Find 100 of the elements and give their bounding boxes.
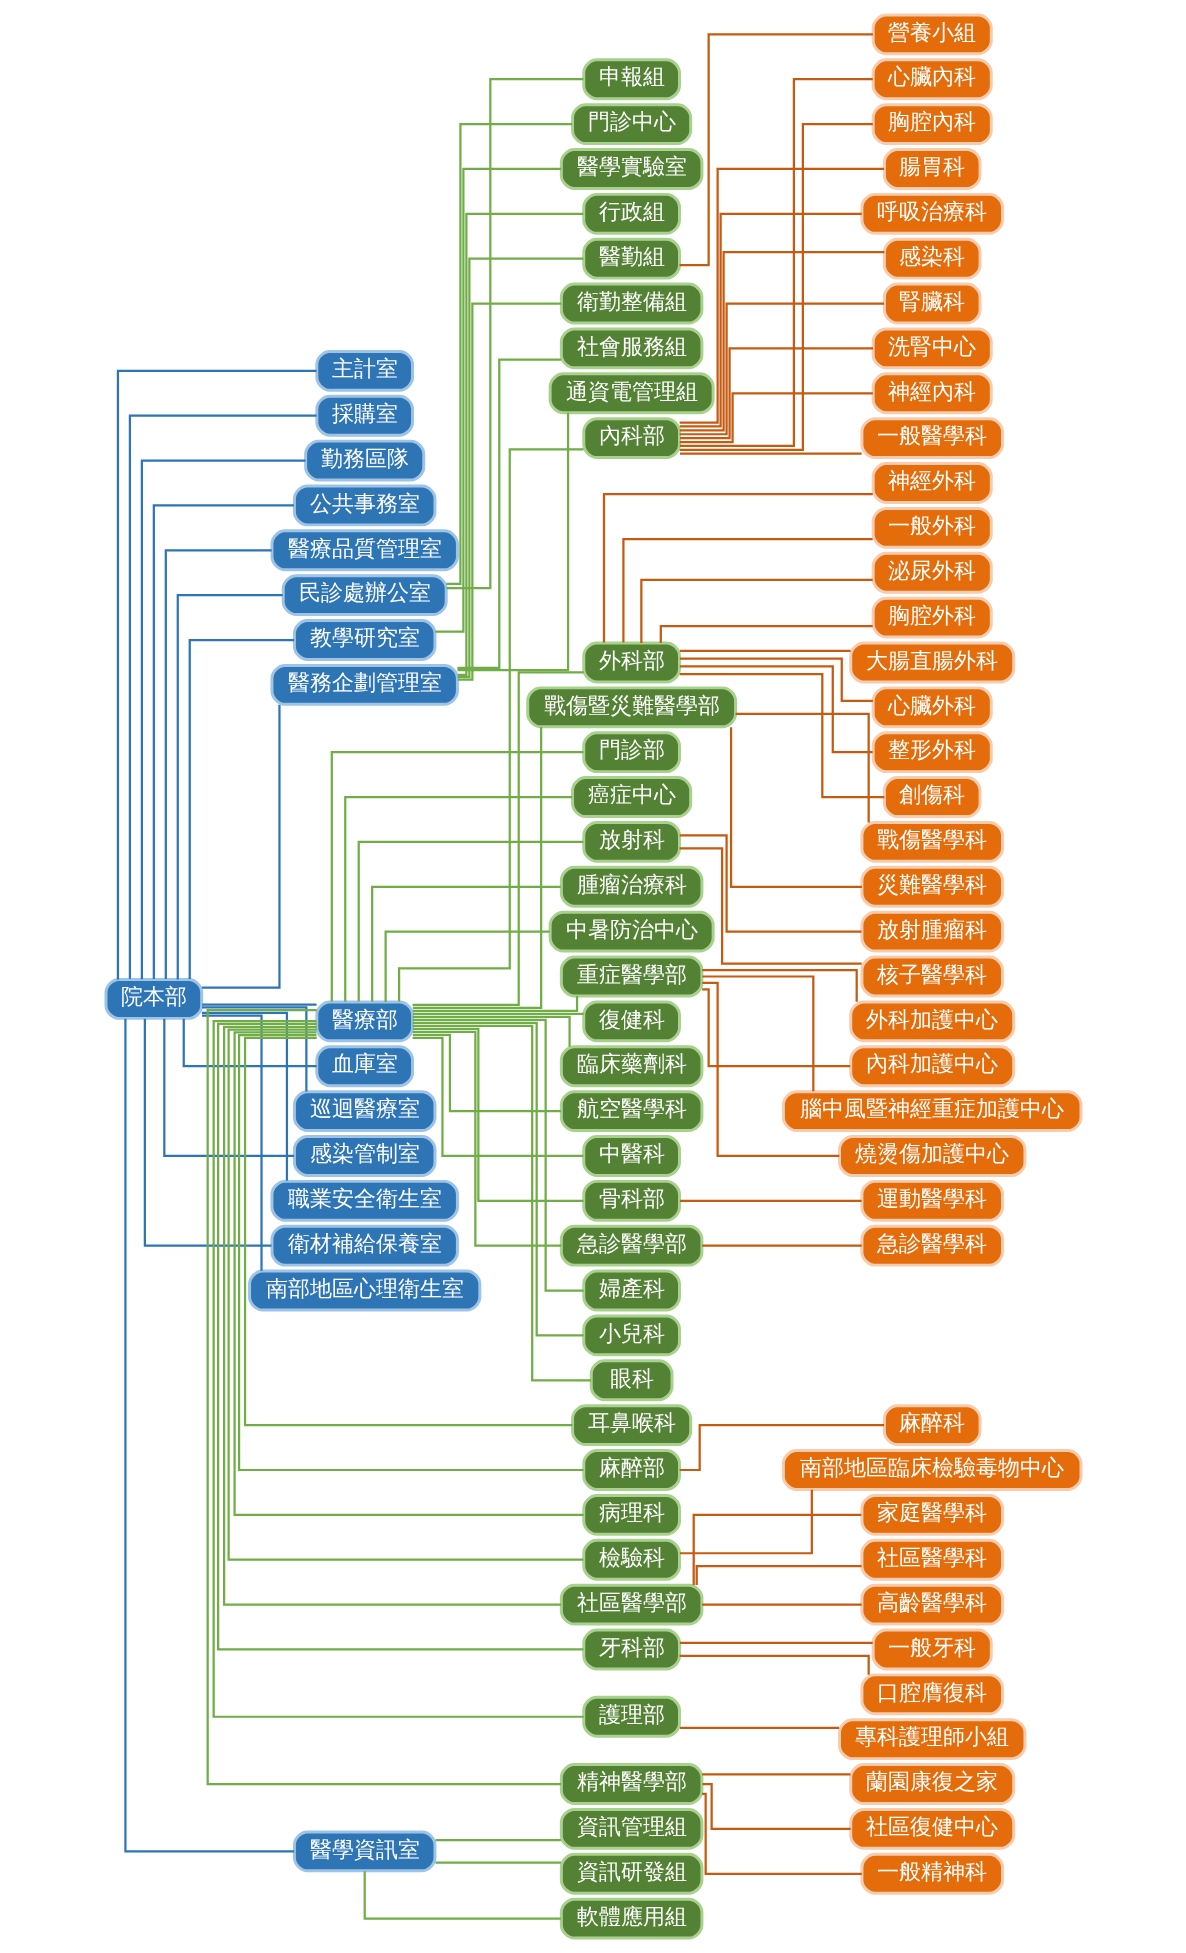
node-box: 南部地區臨床檢驗毒物中心 xyxy=(781,1449,1082,1491)
connector xyxy=(412,727,542,1009)
connector xyxy=(330,751,583,1002)
node-box: 急診醫學科 xyxy=(859,1224,1004,1267)
node-box: 腫瘤治療科 xyxy=(559,865,703,908)
connector xyxy=(162,1018,294,1158)
node-box: 外科部 xyxy=(581,641,681,684)
connector xyxy=(164,549,272,980)
node-box: 通資電管理組 xyxy=(548,372,715,415)
connector xyxy=(412,1033,561,1113)
connector xyxy=(679,1489,813,1555)
connector xyxy=(456,358,561,669)
node-box: 病理科 xyxy=(581,1493,681,1536)
node-box: 門診中心 xyxy=(570,103,692,146)
node-box: 檢驗科 xyxy=(581,1538,681,1581)
connector xyxy=(701,1773,850,1776)
node-box: 社會服務組 xyxy=(559,327,703,370)
connector xyxy=(412,1024,591,1382)
node-box: 醫療部 xyxy=(314,1000,414,1043)
node-box: 軟體應用組 xyxy=(559,1897,703,1940)
connector xyxy=(679,1654,870,1675)
connector xyxy=(679,1424,884,1472)
connector xyxy=(140,459,306,980)
connector xyxy=(397,448,583,1002)
node-box: 麻醉部 xyxy=(581,1449,681,1491)
node-box: 戰傷醫學科 xyxy=(859,820,1004,863)
node-box: 一般精神科 xyxy=(859,1852,1004,1895)
node-box: 公共事務室 xyxy=(292,484,436,527)
node-box: 眼科 xyxy=(589,1359,673,1402)
node-box: 教學研究室 xyxy=(292,619,436,661)
node-box: 胸腔內科 xyxy=(871,103,993,146)
connector xyxy=(435,1839,561,1842)
node-box: 勤務區隊 xyxy=(303,439,425,482)
connector xyxy=(679,665,873,754)
node-box: 院本部 xyxy=(104,978,203,1020)
node-box: 胸腔外科 xyxy=(871,596,993,639)
connector xyxy=(188,638,294,980)
node-box: 腎臟科 xyxy=(882,282,982,325)
node-box: 中暑防治中心 xyxy=(548,910,715,953)
node-box: 醫勤組 xyxy=(581,237,681,280)
node-box: 護理部 xyxy=(581,1695,681,1738)
connector xyxy=(201,1011,288,1181)
node-box: 神經外科 xyxy=(871,462,993,504)
node-box: 整形外科 xyxy=(871,731,993,774)
connector xyxy=(679,657,873,702)
node-box: 資訊研發組 xyxy=(559,1852,703,1895)
node-box: 婦產科 xyxy=(581,1269,681,1312)
node-box: 中醫科 xyxy=(581,1135,681,1177)
connector xyxy=(206,1009,561,1786)
node-box: 主計室 xyxy=(314,349,414,392)
connector xyxy=(143,1018,271,1247)
node-box: 急診醫學部 xyxy=(559,1224,703,1267)
connector xyxy=(679,673,884,799)
node-box: 放射腫瘤科 xyxy=(859,910,1004,953)
connector xyxy=(701,1782,851,1831)
node-box: 一般醫學科 xyxy=(859,417,1004,460)
node-box: 資訊管理組 xyxy=(559,1807,703,1850)
node-box: 一般外科 xyxy=(871,506,993,549)
node-box: 巡迴醫療室 xyxy=(292,1090,436,1133)
connector xyxy=(457,302,561,681)
connector xyxy=(679,33,873,267)
connector xyxy=(679,392,873,444)
node-box: 營養小組 xyxy=(871,13,993,56)
node-box: 醫學實驗室 xyxy=(559,148,703,190)
connector xyxy=(343,795,572,1002)
connector xyxy=(201,1006,307,1092)
node-box: 社區醫學部 xyxy=(559,1583,703,1626)
connector xyxy=(412,1030,561,1247)
connector xyxy=(412,1021,584,1337)
connector xyxy=(201,1003,317,1006)
connector xyxy=(182,1018,317,1068)
connector xyxy=(412,1012,584,1015)
connector xyxy=(412,1027,584,1202)
node-box: 癌症中心 xyxy=(570,776,692,818)
node-box: 牙科部 xyxy=(581,1628,681,1671)
node-box: 感染科 xyxy=(882,237,982,280)
connector xyxy=(201,1014,263,1271)
connector xyxy=(639,578,873,643)
node-box: 感染管制室 xyxy=(292,1135,436,1177)
connector xyxy=(357,840,583,1002)
node-box: 復健科 xyxy=(581,1000,681,1043)
node-box: 精神醫學部 xyxy=(559,1763,703,1805)
node-box: 家庭醫學科 xyxy=(859,1493,1004,1536)
connector xyxy=(679,1726,839,1730)
connector xyxy=(679,834,861,933)
connector xyxy=(434,167,561,633)
node-box: 衛材補給保養室 xyxy=(270,1224,459,1267)
connector xyxy=(701,988,850,1068)
node-box: 大腸直腸外科 xyxy=(848,641,1015,684)
node-box: 蘭園康復之家 xyxy=(848,1763,1015,1805)
node-box: 麻醉科 xyxy=(882,1404,982,1447)
node-box: 泌尿外科 xyxy=(871,551,993,594)
connector xyxy=(659,624,873,643)
connector xyxy=(243,1036,572,1427)
connector xyxy=(412,671,584,1007)
connector xyxy=(679,847,862,965)
node-box: 醫療品質管理室 xyxy=(270,529,459,572)
node-box: 高齡醫學科 xyxy=(859,1583,1004,1626)
node-box: 燒燙傷加護中心 xyxy=(837,1135,1026,1177)
node-box: 醫務企劃管理室 xyxy=(270,663,459,706)
